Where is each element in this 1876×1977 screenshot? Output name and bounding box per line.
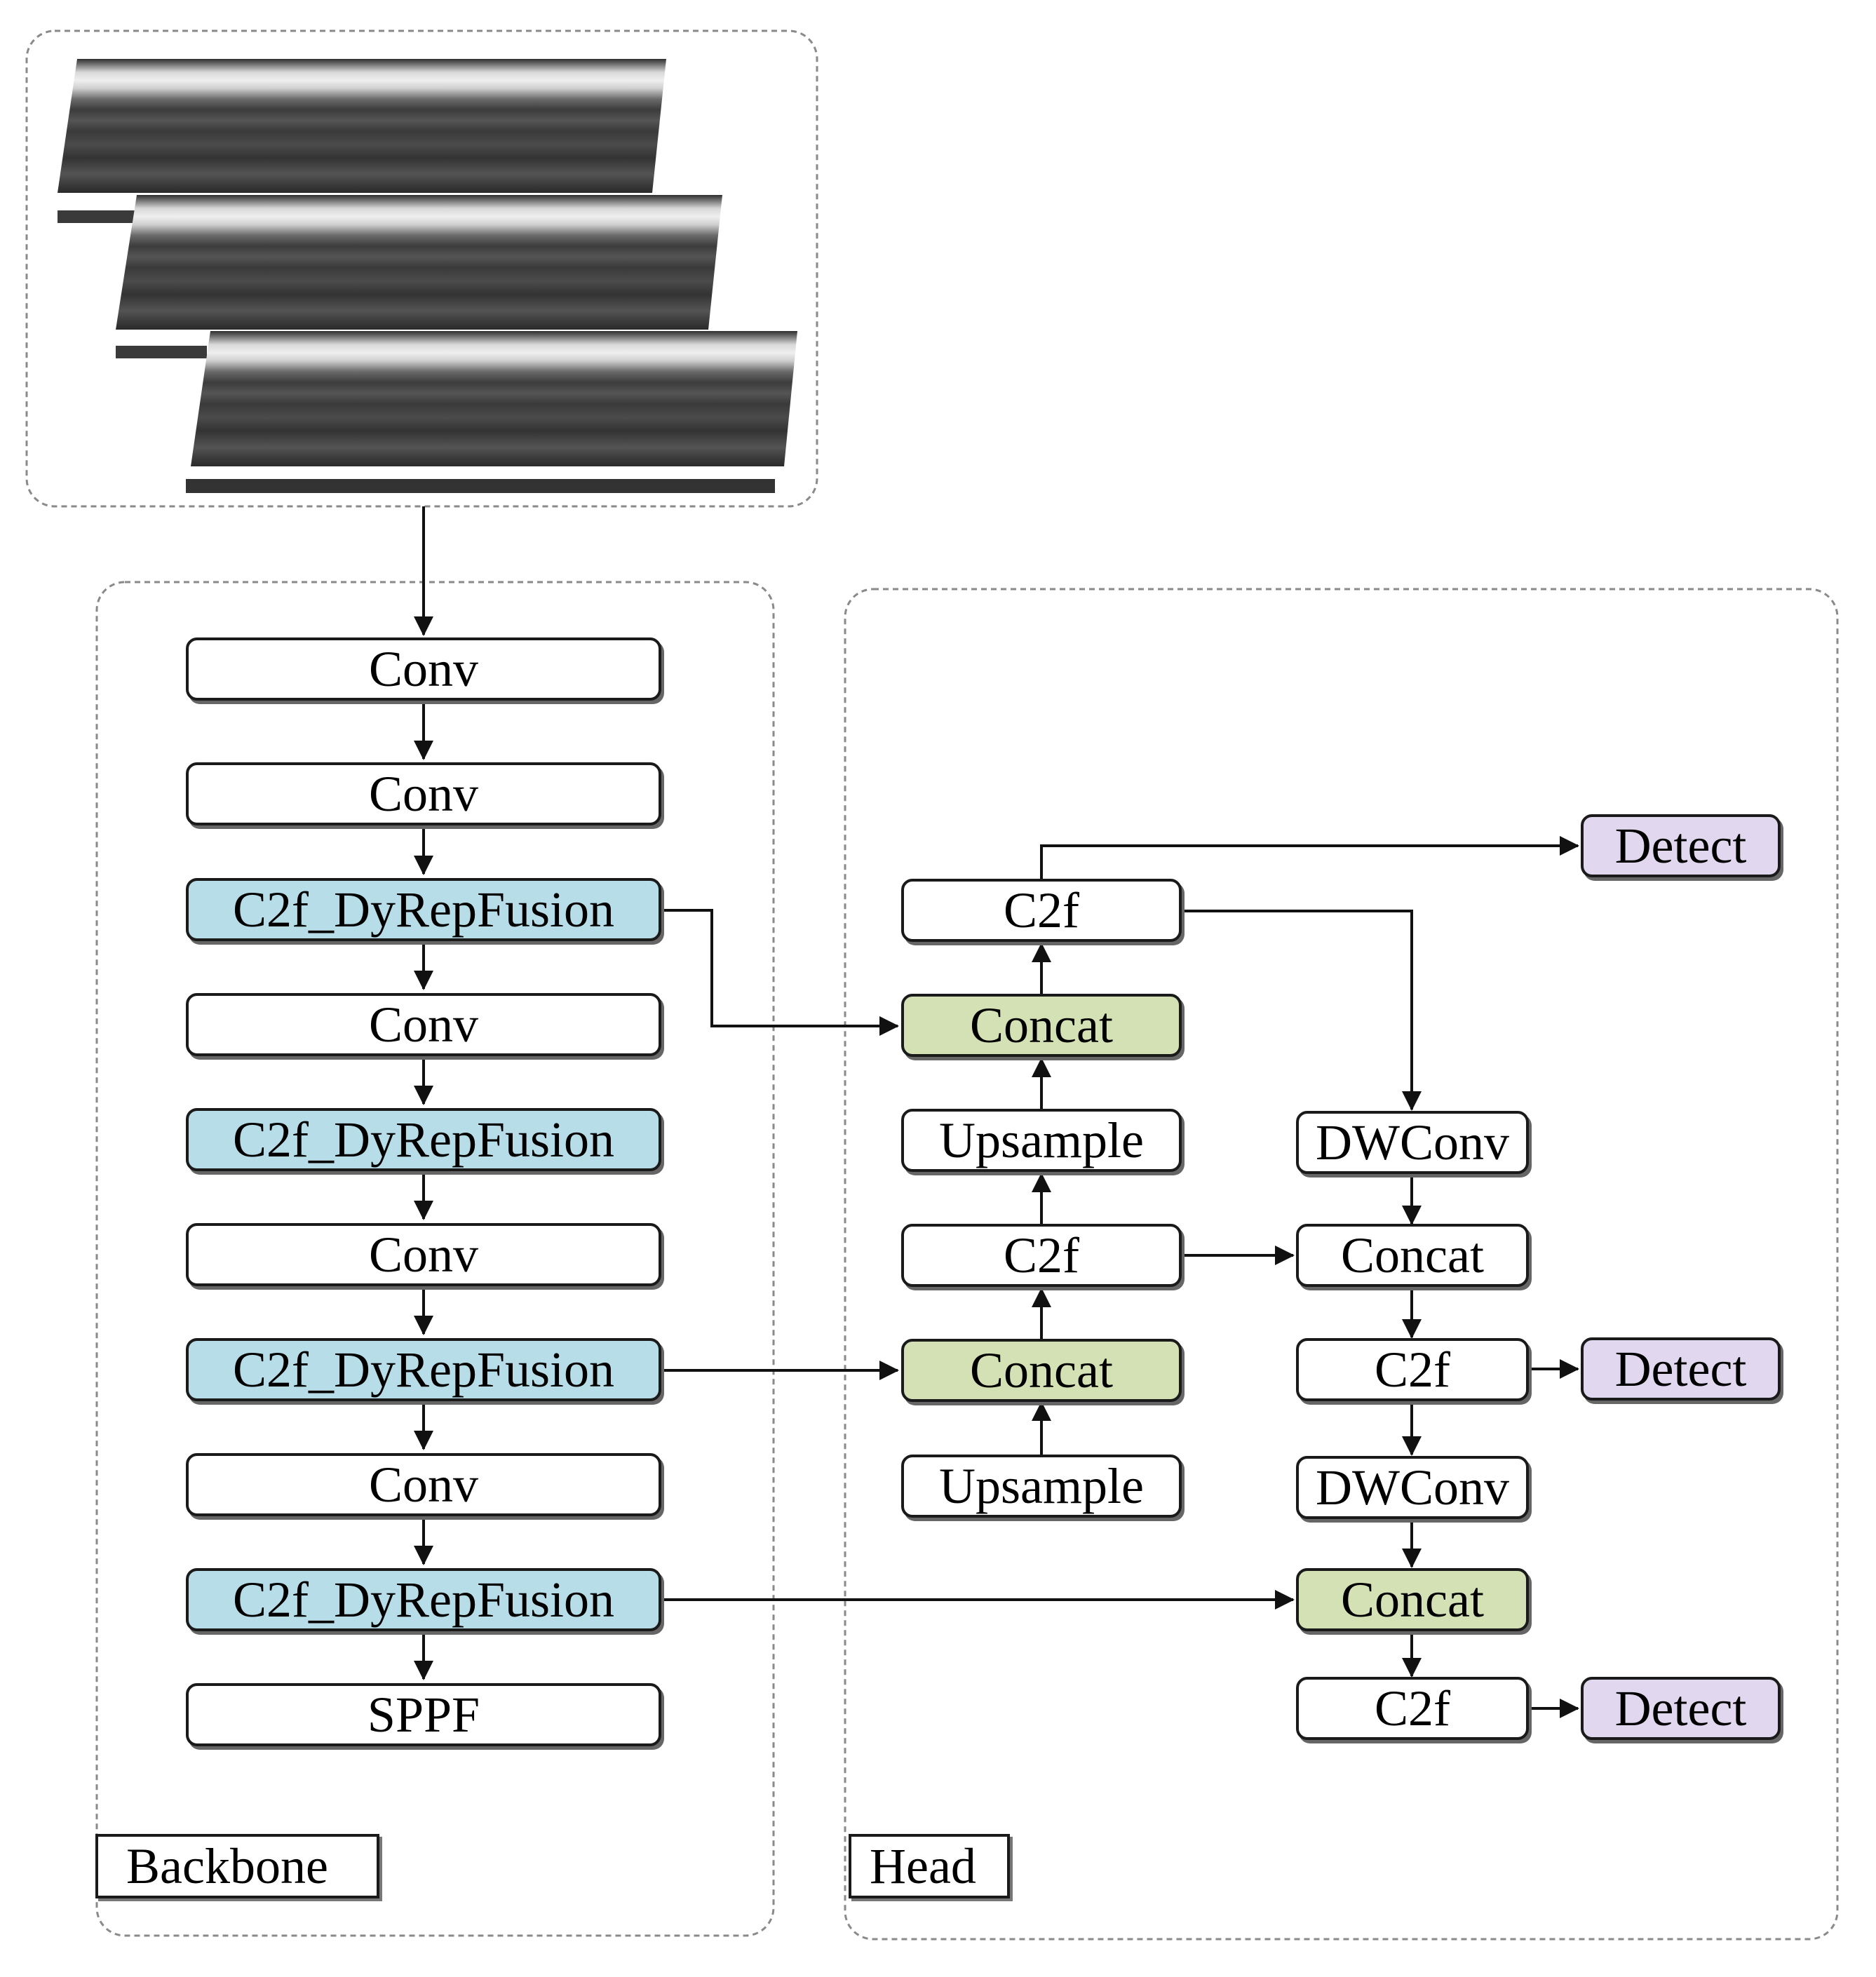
- edge-c2f-top-dwconv1: [1182, 910, 1422, 1111]
- input-strip-1: [58, 59, 666, 193]
- input-strip-1-shadow: [58, 210, 135, 223]
- head-detect-2: Detect: [1581, 1337, 1781, 1401]
- backbone-c2f-dyrepfusion-2: C2f_DyRepFusion: [186, 1108, 661, 1171]
- backbone-c2f-dyrepfusion-4: C2f_DyRepFusion: [186, 1568, 661, 1631]
- input-panel: [25, 29, 818, 508]
- backbone-conv-2: Conv: [186, 762, 661, 825]
- head-concat-mid: Concat: [901, 1339, 1182, 1402]
- backbone-c2f-dyrepfusion-1: C2f_DyRepFusion: [186, 878, 661, 941]
- head-upsample-top: Upsample: [901, 1109, 1182, 1172]
- head-detect-3: Detect: [1581, 1677, 1781, 1740]
- input-strip-3: [191, 331, 797, 466]
- head-concat-top: Concat: [901, 994, 1182, 1057]
- edge-fusion1-concat-top: [661, 909, 899, 1036]
- head-upsample-bottom: Upsample: [901, 1455, 1182, 1518]
- input-image: [58, 59, 797, 493]
- edge-c2f-top-detect1: [1040, 836, 1579, 879]
- head-c2f-mid: C2f: [901, 1224, 1182, 1287]
- head-c2f-right-1: C2f: [1296, 1338, 1529, 1401]
- head-dwconv-1: DWConv: [1296, 1111, 1529, 1174]
- backbone-conv-4: Conv: [186, 1223, 661, 1286]
- head-concat-right-1: Concat: [1296, 1224, 1529, 1287]
- backbone-label: Backbone: [95, 1834, 379, 1898]
- backbone-conv-3: Conv: [186, 993, 661, 1056]
- head-c2f-right-2: C2f: [1296, 1677, 1529, 1740]
- backbone-conv-5: Conv: [186, 1453, 661, 1516]
- input-strip-2-shadow: [116, 346, 207, 358]
- backbone-c2f-dyrepfusion-3: C2f_DyRepFusion: [186, 1338, 661, 1401]
- head-concat-right-2: Concat: [1296, 1568, 1529, 1631]
- head-dwconv-2: DWConv: [1296, 1456, 1529, 1519]
- input-strip-3-shadow: [186, 479, 775, 493]
- backbone-sppf: SPPF: [186, 1683, 661, 1746]
- backbone-panel: [95, 581, 775, 1937]
- head-detect-1: Detect: [1581, 814, 1781, 877]
- backbone-conv-1: Conv: [186, 637, 661, 701]
- input-strip-2: [116, 195, 722, 330]
- head-label: Head: [849, 1834, 1010, 1898]
- head-c2f-top: C2f: [901, 879, 1182, 942]
